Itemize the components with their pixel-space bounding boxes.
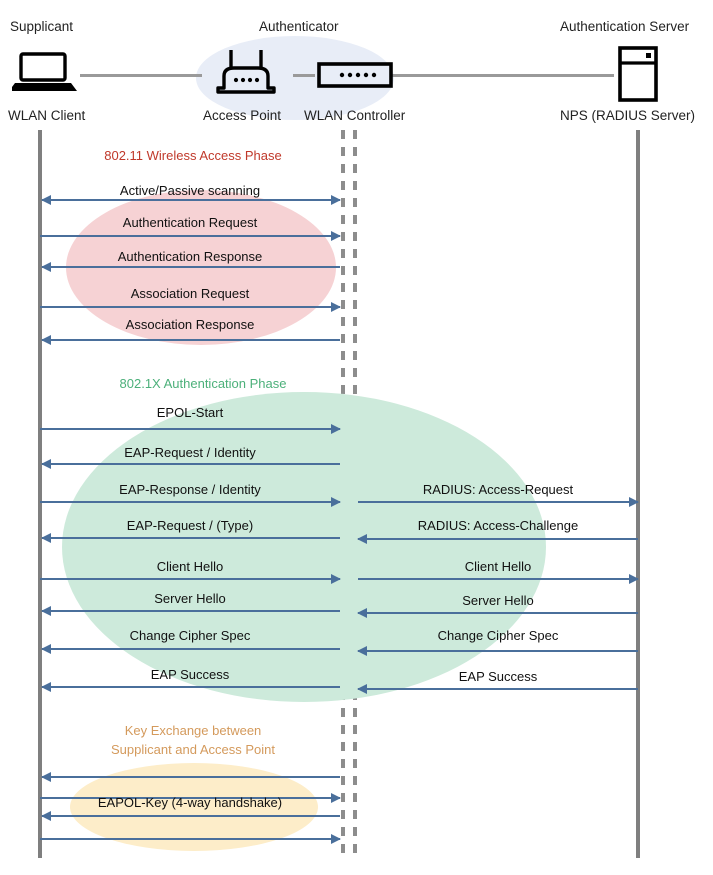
link-ap-to-controller <box>293 74 315 77</box>
message-arrow <box>358 574 639 584</box>
phase-key-exchange-title-line1: Key Exchange between <box>124 723 262 738</box>
message-arrow <box>40 424 341 434</box>
message-label: RADIUS: Access-Challenge <box>417 518 579 533</box>
message-arrow <box>41 644 340 654</box>
message-label: Client Hello <box>156 559 224 574</box>
message-arrow <box>40 574 341 584</box>
message-arrow <box>357 646 638 656</box>
message-arrow <box>41 262 340 272</box>
message-label: Association Response <box>125 317 255 332</box>
lifeline-supplicant <box>38 130 42 858</box>
message-label: Change Cipher Spec <box>437 628 559 643</box>
message-label: EAP-Request / Identity <box>124 445 256 460</box>
message-label: EPOL-Start <box>156 405 224 420</box>
message-label: EAPOL-Key (4-way handshake) <box>97 795 283 810</box>
message-label: EAP Success <box>458 669 538 684</box>
message-arrow <box>357 608 638 618</box>
actor-role-authentication-server: Authentication Server <box>560 19 690 34</box>
message-label: Server Hello <box>462 593 534 608</box>
message-arrow <box>40 231 341 241</box>
laptop-icon <box>9 52 78 99</box>
message-label: RADIUS: Access-Request <box>422 482 574 497</box>
message-label: EAP-Response / Identity <box>119 482 261 497</box>
server-rack-icon <box>618 46 662 107</box>
phase-80211-title: 802.11 Wireless Access Phase <box>104 148 282 163</box>
message-label: Authentication Response <box>117 249 263 264</box>
phase-8021x-title: 802.1X Authentication Phase <box>119 376 287 391</box>
message-label: Change Cipher Spec <box>129 628 251 643</box>
message-arrow <box>41 811 340 821</box>
message-arrow <box>40 302 341 312</box>
message-label: Authentication Request <box>122 215 258 230</box>
message-label: Association Request <box>130 286 250 301</box>
message-label: Client Hello <box>464 559 532 574</box>
wireless-access-point-icon <box>216 48 276 99</box>
message-arrow <box>40 497 341 507</box>
message-arrow <box>357 684 638 694</box>
lifeline-nps <box>636 130 640 858</box>
message-arrow <box>41 682 340 692</box>
link-controller-to-nps <box>392 74 614 77</box>
actor-role-supplicant: Supplicant <box>10 19 74 34</box>
message-arrow <box>41 533 340 543</box>
link-client-to-ap <box>80 74 202 77</box>
message-label: Server Hello <box>154 591 226 606</box>
message-label: EAP Success <box>150 667 230 682</box>
message-arrow <box>358 497 639 507</box>
message-arrow <box>41 772 340 782</box>
message-arrow <box>41 606 340 616</box>
message-arrow <box>41 459 340 469</box>
actor-device-wlan-controller: WLAN Controller <box>304 108 406 123</box>
message-arrow <box>357 534 638 544</box>
phase-key-exchange-title-line2: Supplicant and Access Point <box>110 742 276 757</box>
actor-device-wlan-client: WLAN Client <box>8 108 86 123</box>
phase-8021x-blob <box>62 392 546 702</box>
message-arrow <box>40 834 341 844</box>
actor-device-access-point: Access Point <box>203 108 282 123</box>
message-label: EAP-Request / (Type) <box>126 518 254 533</box>
network-switch-icon <box>317 62 393 93</box>
message-label: Active/Passive scanning <box>119 183 261 198</box>
authenticator-grouping-blob <box>196 36 394 120</box>
actor-device-nps: NPS (RADIUS Server) <box>560 108 696 123</box>
message-arrow <box>41 195 341 205</box>
actor-role-authenticator: Authenticator <box>259 19 339 34</box>
message-arrow <box>40 793 341 803</box>
message-arrow <box>41 335 340 345</box>
